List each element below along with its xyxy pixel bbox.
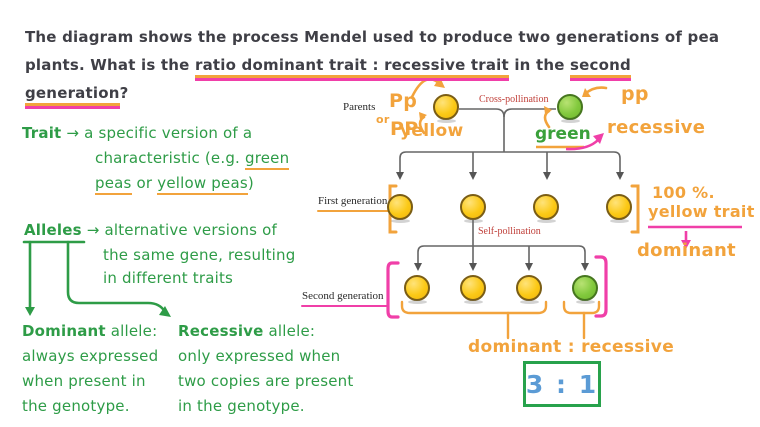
dominant-title-rest: allele: <box>105 322 158 340</box>
pea-yellow <box>387 194 413 223</box>
question-line-2-mid: in the <box>508 56 570 74</box>
second-generation-pea-row <box>404 275 598 304</box>
trait-close-paren: ) <box>247 174 254 192</box>
alleles-definition-line-2: the same gene, resulting <box>103 246 296 264</box>
trait-text-1: a specific version of a <box>84 124 253 142</box>
parents-pea-row <box>433 94 583 123</box>
alleles-term: Alleles <box>24 221 82 239</box>
second-gen-arrowheads <box>414 263 589 271</box>
trait-green-underlined: green <box>244 149 290 170</box>
first-gen-bracket-right <box>630 184 640 234</box>
ratio-value: 3 : 1 <box>525 369 599 399</box>
recessive-allele-title: Recessive allele: <box>178 319 353 344</box>
ratio-answer-box: 3 : 1 <box>523 361 601 407</box>
dominant-allele-title: Dominant allele: <box>22 319 158 344</box>
first-gen-classification: dominant <box>637 240 736 261</box>
pea-yellow <box>404 275 430 304</box>
yellow-parent-genotype-1: Pp <box>389 90 418 112</box>
dominant-line-2: when present in <box>22 372 146 390</box>
second-gen-bracket-left <box>386 261 400 319</box>
recessive-line-1: only expressed when <box>178 347 341 365</box>
recessive-term: Recessive <box>178 322 264 340</box>
yellow-parent-genotype-2: PP <box>390 118 419 140</box>
first-generation-pea-row <box>387 194 632 223</box>
question-mark: ? <box>119 84 129 102</box>
pp-to-green-arrow <box>583 86 608 96</box>
question-generation-underlined: generation <box>25 84 120 106</box>
dominant-term: Dominant <box>22 322 106 340</box>
pea-green <box>557 94 583 123</box>
cross-pollination-label: Cross-pollination <box>479 94 549 105</box>
self-pollination-label: Self-pollination <box>478 226 541 237</box>
green-parent-phenotype: green <box>535 124 591 144</box>
trait-definition-line-2: characteristic (e.g. green <box>95 149 290 170</box>
yellow-parent-phenotype: yellow <box>400 121 464 141</box>
question-ratio-underlined: ratio dominant trait : recessive trait <box>194 56 509 78</box>
green-arrowheads <box>25 306 171 317</box>
trait-or: or <box>131 174 158 192</box>
first-gen-branch <box>399 151 621 173</box>
trait-definition-line-3: peas or yellow peas) <box>95 174 254 195</box>
trait-text-2: characteristic (e.g. <box>95 149 245 167</box>
pea-yellow <box>460 275 486 304</box>
pea-yellow <box>533 194 559 223</box>
first-generation-label: First generation <box>318 195 388 207</box>
alleles-definition-line-3: in different traits <box>103 269 234 287</box>
first-gen-arrowheads <box>396 172 624 180</box>
recessive-line-2: two copies are present <box>178 372 354 390</box>
recessive-title-rest: allele: <box>263 322 316 340</box>
dominant-allele-block: Dominant allele: always expressed when p… <box>22 319 158 419</box>
parents-label: Parents <box>343 101 376 113</box>
yellow-parent-or: or <box>376 113 390 126</box>
ratio-words-label: dominant : recessive <box>468 337 675 357</box>
pea-yellow <box>606 194 632 223</box>
pea-green <box>572 275 598 304</box>
trait-definition-line-1: Trait → a specific version of a <box>22 124 252 142</box>
first-gen-trait: yellow trait <box>648 202 755 221</box>
alleles-definition-line-1: Alleles → alternative versions of <box>24 221 277 239</box>
green-parent-genotype: pp <box>621 83 649 105</box>
recessive-classification-label: recessive <box>607 117 706 138</box>
question-line-3: generation? <box>25 84 129 106</box>
question-line-2: plants. What is the ratio dominant trait… <box>25 56 631 78</box>
dominant-line-3: the genotype. <box>22 397 130 415</box>
trait-yellow-peas-underlined: yellow peas <box>157 174 248 195</box>
question-second-underlined: second <box>570 56 631 78</box>
dominant-line-1: always expressed <box>22 347 159 365</box>
pea-yellow <box>460 194 486 223</box>
pea-yellow <box>516 275 542 304</box>
recessive-allele-block: Recessive allele: only expressed when tw… <box>178 319 353 419</box>
question-line-2-pre: plants. What is the <box>25 56 195 74</box>
trait-term: Trait <box>22 124 62 142</box>
recessive-line-3: in the genotype. <box>178 397 305 415</box>
pea-yellow <box>433 94 459 123</box>
first-gen-percent: 100 %. <box>652 183 715 202</box>
trait-peas-underlined: peas <box>95 174 132 195</box>
trait-arrow: → <box>66 124 80 142</box>
alleles-arrow: → <box>86 221 100 239</box>
question-line-1: The diagram shows the process Mendel use… <box>25 28 720 46</box>
alleles-text-1: alternative versions of <box>104 221 278 239</box>
second-generation-label: Second generation <box>302 290 384 302</box>
